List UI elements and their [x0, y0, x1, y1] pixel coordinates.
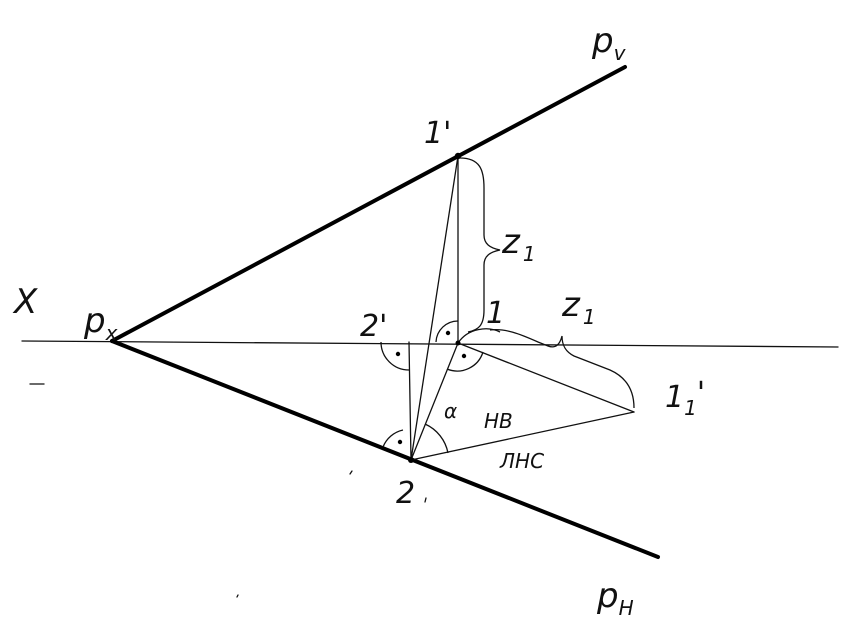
right-angle-dot-1-lower	[461, 353, 467, 359]
point-1-prime-dot	[454, 152, 462, 160]
trace-ph-label: pH	[596, 576, 634, 620]
projection-line-2-prime-to-2	[408, 341, 412, 461]
tick-mark-2	[424, 497, 427, 503]
right-angle-arc-1-upper	[435, 320, 459, 343]
point-2-prime-label: 2'	[360, 309, 387, 344]
right-angle-arc-1-lower	[446, 351, 484, 372]
tick-mark-1	[349, 470, 353, 475]
point-2-label: 2	[396, 476, 415, 511]
right-angle-arc-2-prime	[380, 341, 410, 371]
right-angle-dot-2-prime	[395, 351, 401, 357]
point-1-prime-label: 1'	[424, 116, 451, 151]
point-1-dot	[455, 340, 461, 346]
z1-vertical-sub: 1	[523, 242, 536, 266]
trace-px-label: px	[83, 301, 118, 345]
point-2-dot	[408, 457, 414, 463]
segment-1-to-1-1-prime	[457, 342, 635, 413]
point-1-1-prime-mark: '	[697, 376, 705, 411]
axis-x-line	[21, 340, 839, 348]
angle-arc-1-side	[457, 328, 501, 344]
trace-ph-sub: H	[619, 596, 634, 620]
right-angle-arc-2	[382, 429, 404, 448]
true-length-label: HB	[484, 409, 513, 433]
trace-px-sub: x	[105, 321, 118, 345]
axis-x-label: X	[12, 282, 38, 322]
segment-1-prime-to-2	[410, 155, 459, 461]
z1-horizontal-main: z	[561, 285, 581, 325]
trace-pv-sub: v	[614, 41, 627, 65]
tick-mark-3	[236, 594, 239, 598]
trace-ph-main: p	[596, 576, 619, 616]
right-angle-dot-2	[397, 439, 403, 445]
z1-vertical-main: z	[501, 222, 521, 262]
z1-horizontal-brace	[489, 328, 635, 409]
trace-pv-main: p	[591, 21, 614, 61]
point-1-1-prime-main: 1	[665, 380, 684, 415]
z1-horizontal-sub: 1	[583, 305, 596, 329]
trace-pv-line	[110, 65, 627, 343]
trace-pv-label: pv	[591, 21, 627, 65]
trace-ph-line	[110, 339, 660, 559]
z1-vertical-brace	[459, 157, 501, 333]
segment-1-to-2	[410, 342, 459, 461]
point-1-label: 1	[486, 296, 505, 331]
point-1-1-prime-label: 11'	[665, 376, 705, 420]
point-1-1-prime-sub: 1	[684, 396, 697, 420]
alpha-angle-arc	[424, 423, 449, 454]
alpha-angle-label: α	[444, 399, 457, 423]
trace-px-main: p	[83, 301, 106, 341]
line-of-greatest-slope-label: ЛHC	[499, 449, 544, 473]
right-angle-dot-1-upper	[445, 330, 451, 336]
